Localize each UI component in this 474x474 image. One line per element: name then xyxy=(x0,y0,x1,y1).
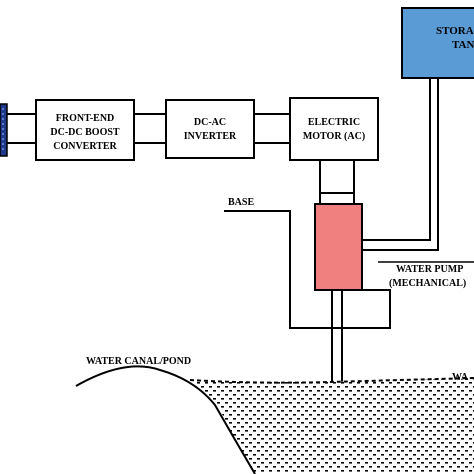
water-right-label: WA xyxy=(452,372,469,383)
water-canal-label: WATER CANAL/POND xyxy=(86,356,191,367)
motor-block xyxy=(289,97,379,161)
water-pump xyxy=(314,203,363,291)
boost-converter-label-3: CONVERTER xyxy=(53,141,117,152)
pond-bank xyxy=(75,365,256,474)
storage-tank-label-2: TAN xyxy=(452,39,474,51)
delivery-pipe-outer xyxy=(362,78,439,251)
motor-label-1: ELECTRIC xyxy=(308,117,360,128)
storage-tank xyxy=(401,7,474,79)
boost-converter-label-1: FRONT-END xyxy=(56,113,115,124)
pond-water-dots xyxy=(190,378,474,474)
inverter-label-2: INVERTER xyxy=(184,131,237,142)
boost-converter-block xyxy=(35,99,135,161)
base-frame xyxy=(224,210,391,329)
inverter-label-1: DC-AC xyxy=(194,117,226,128)
pond-surface-line xyxy=(189,377,474,384)
water-pump-label-2: (MECHANICAL) xyxy=(389,278,466,289)
delivery-pipe-inner xyxy=(362,78,431,241)
storage-tank-label-1: STORA xyxy=(436,25,474,37)
base-label: BASE xyxy=(228,197,254,208)
boost-converter-label-2: DC-DC BOOST xyxy=(50,127,120,138)
motor-label-2: MOTOR (AC) xyxy=(303,131,365,142)
water-pump-label-1: WATER PUMP xyxy=(396,264,463,275)
inverter-block xyxy=(165,99,255,159)
